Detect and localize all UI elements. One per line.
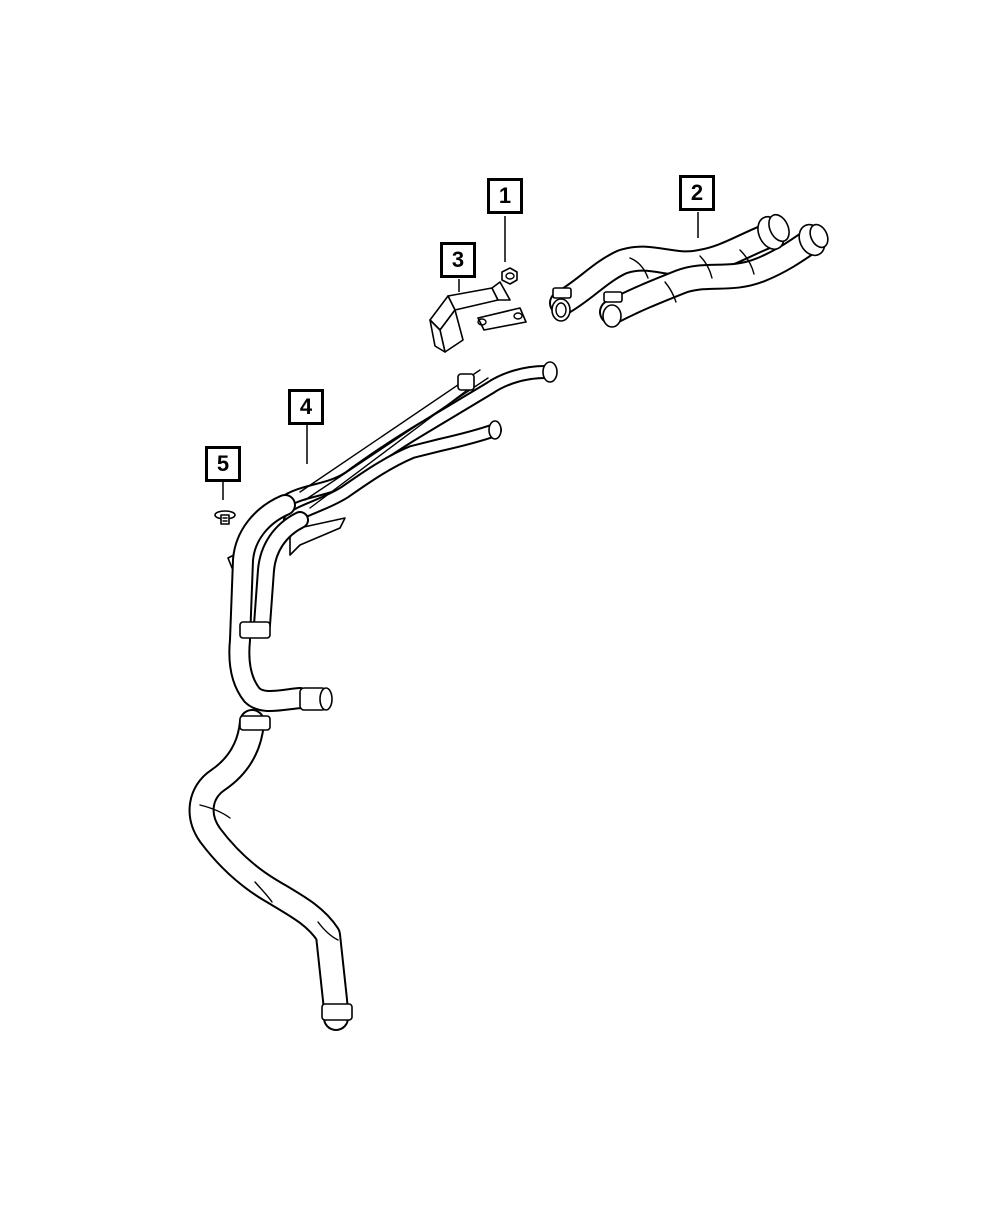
nut-part-1 (501, 267, 518, 285)
callout-part-2: 2 (679, 175, 715, 211)
bracket-part-3 (429, 281, 527, 353)
callout-part-5: 5 (205, 446, 241, 482)
heater-tube-assembly-part-4 (188, 361, 558, 1031)
callout-part-1: 1 (487, 178, 523, 214)
heater-hose-assembly-part-2 (549, 213, 829, 328)
callout-part-3: 3 (440, 242, 476, 278)
callout-part-4: 4 (288, 389, 324, 425)
bolt-part-5 (214, 510, 236, 525)
